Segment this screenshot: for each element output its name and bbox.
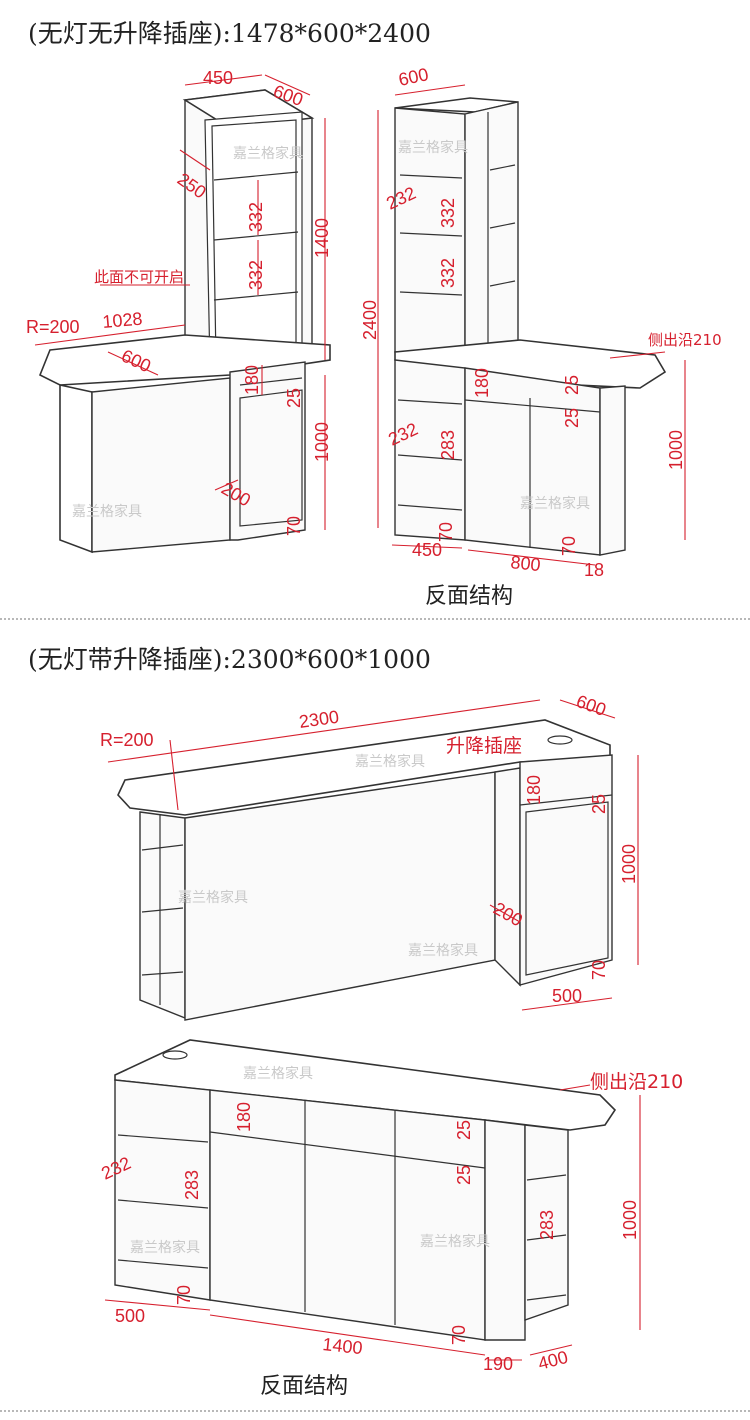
shelf <box>213 291 299 301</box>
dim-180: 180 <box>242 365 262 395</box>
back-dim-70-b: 70 <box>559 536 579 556</box>
s2b-dim-25-a: 25 <box>454 1120 474 1140</box>
s2b-dim-1000: 1000 <box>620 1200 640 1240</box>
section-divider <box>0 618 750 620</box>
s2b-dim-25-b: 25 <box>454 1165 474 1185</box>
s2b-counter-top <box>114 1039 617 1131</box>
back-dim-450: 450 <box>412 540 442 560</box>
s2-dim-1000: 1000 <box>619 844 639 884</box>
back-dim-800: 800 <box>510 552 542 575</box>
s2b-dim-283-a: 283 <box>182 1170 202 1200</box>
dim-1000: 1000 <box>312 422 332 462</box>
back-dim-25-a: 25 <box>562 375 582 395</box>
drawer-line <box>239 377 303 386</box>
back-dim-18: 18 <box>584 560 604 580</box>
base-door <box>239 389 303 527</box>
dim-r200: R=200 <box>26 317 80 337</box>
dim-450: 450 <box>203 68 233 88</box>
s2b-side-overhang: 侧出沿210 <box>590 1071 683 1093</box>
back-dim-332-b: 332 <box>438 258 458 288</box>
s2-dim-r200: R=200 <box>100 730 154 750</box>
watermark: 嘉兰格家具 <box>420 1233 490 1250</box>
s2b-mid-panel <box>484 1119 526 1341</box>
back-dim-70-a: 70 <box>436 522 456 542</box>
watermark: 嘉兰格家具 <box>233 145 303 162</box>
s2-back-panel <box>184 771 496 1021</box>
s2b-dim-400: 400 <box>536 1347 570 1374</box>
section1-drawing: 450 600 250 332 332 1400 此面不可开启 R=200 10… <box>26 64 722 580</box>
back-dim-2400: 2400 <box>360 300 380 340</box>
section2-title: (无灯带升降插座):2300*600*1000 <box>28 645 431 674</box>
back-dim-25-b: 25 <box>562 408 582 428</box>
s2-door <box>525 801 609 976</box>
back-dim-332-a: 332 <box>438 198 458 228</box>
watermark: 嘉兰格家具 <box>178 889 248 906</box>
socket-icon <box>547 735 573 745</box>
s2-dim-25: 25 <box>589 794 609 814</box>
s2-dim-180: 180 <box>524 775 544 805</box>
section2-caption: 反面结构 <box>260 1374 349 1399</box>
s2-dim-2300: 2300 <box>298 707 340 732</box>
back-end-panel <box>599 385 626 556</box>
s2-lifting-socket: 升降插座 <box>446 735 522 757</box>
dim-332-b: 332 <box>246 260 266 290</box>
shelf <box>213 231 299 241</box>
back-dim-283: 283 <box>438 430 458 460</box>
s2-base-cabinet <box>519 754 613 986</box>
back-tower-side <box>464 101 519 353</box>
s2-dim-600: 600 <box>574 691 609 720</box>
s2b-dim-70-b: 70 <box>449 1325 469 1345</box>
s2b-dim-500: 500 <box>115 1306 145 1326</box>
dim-1028: 1028 <box>102 309 144 332</box>
shelf <box>213 171 299 181</box>
section-divider-bottom <box>0 1410 750 1412</box>
watermark: 嘉兰格家具 <box>243 1065 313 1082</box>
s2-dim-200: 200 <box>490 898 526 930</box>
s2b-dim-1400: 1400 <box>322 1334 364 1358</box>
s2b-right-shelves <box>524 1124 569 1321</box>
dim-70: 70 <box>284 516 304 536</box>
section1-title: (无灯无升降插座):1478*600*2400 <box>28 19 431 48</box>
base-cabinet <box>229 361 306 541</box>
s2-side-panel <box>494 767 521 987</box>
watermark: 嘉兰格家具 <box>398 139 468 156</box>
watermark: 嘉兰格家具 <box>520 495 590 512</box>
counter-side <box>59 384 93 554</box>
back-side-overhang: 侧出沿210 <box>648 331 722 349</box>
back-dim-1000: 1000 <box>666 430 686 470</box>
s2-dim-500: 500 <box>552 986 582 1006</box>
watermark: 嘉兰格家具 <box>408 942 478 959</box>
s2b-dim-283-b: 283 <box>537 1210 557 1240</box>
back-dim-600: 600 <box>397 64 431 90</box>
s2b-left-shelves <box>114 1079 211 1301</box>
s2b-dim-70-a: 70 <box>174 1285 194 1305</box>
counter-front <box>91 377 231 553</box>
s2b-dim-190: 190 <box>483 1354 513 1374</box>
section1-caption: 反面结构 <box>425 584 514 609</box>
dim-1400: 1400 <box>312 218 332 258</box>
watermark: 嘉兰格家具 <box>355 753 425 770</box>
dim-332-a: 332 <box>246 202 266 232</box>
s2-left-shelves <box>139 811 186 1020</box>
s2-counter-top <box>117 719 611 816</box>
watermark: 嘉兰格家具 <box>130 1239 200 1256</box>
watermark: 嘉兰格家具 <box>72 503 142 520</box>
s2b-dim-232: 232 <box>98 1153 134 1184</box>
s2-dim-70: 70 <box>589 960 609 980</box>
s2b-dim-180: 180 <box>234 1102 254 1132</box>
back-dim-180: 180 <box>472 368 492 398</box>
socket-icon <box>162 1050 188 1060</box>
s2b-doors <box>209 1089 486 1341</box>
dim-25: 25 <box>284 388 304 408</box>
note-not-openable: 此面不可开启 <box>94 268 184 286</box>
